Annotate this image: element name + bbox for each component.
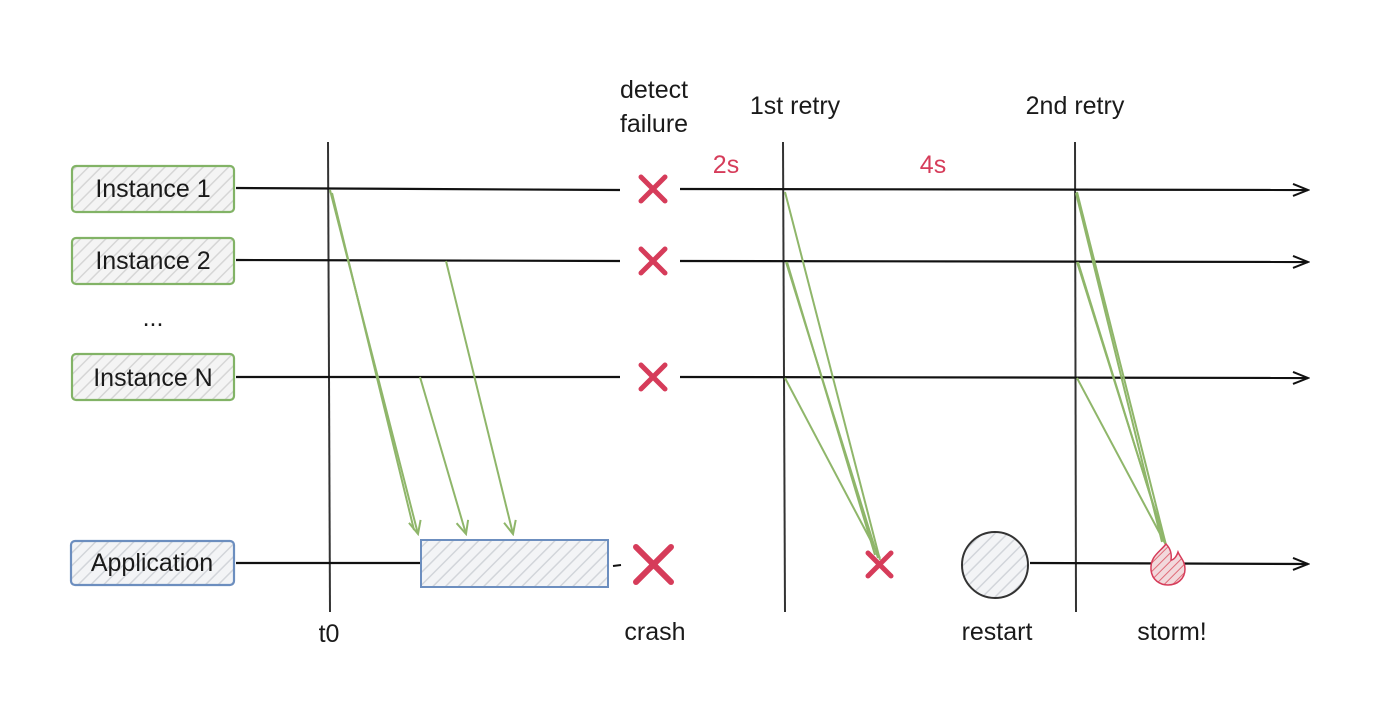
second-retry-requests bbox=[1075, 191, 1167, 546]
cross-icon bbox=[638, 362, 668, 392]
detect-failure-label-line2: failure bbox=[620, 110, 688, 138]
application-label: Application bbox=[91, 549, 213, 577]
delay-4s-label: 4s bbox=[920, 151, 946, 179]
first-retry-requests bbox=[784, 191, 881, 561]
cross-icon bbox=[638, 174, 668, 204]
second-retry-label: 2nd retry bbox=[1026, 92, 1125, 120]
retry-cross-icon bbox=[865, 550, 894, 579]
ellipsis-label: ... bbox=[143, 304, 164, 332]
instance-1-node: Instance 1 bbox=[70, 164, 236, 214]
instance-n-timeline-b bbox=[679, 377, 1308, 378]
request-arrow bbox=[445, 260, 513, 534]
instance-2-timeline-b bbox=[679, 261, 1308, 262]
instance-n-node: Instance N bbox=[70, 352, 236, 402]
crash-cross-icon bbox=[633, 544, 674, 585]
instance-2-timeline-a bbox=[235, 258, 621, 263]
retry-arrow bbox=[784, 377, 881, 559]
initial-requests bbox=[329, 189, 513, 534]
fire-icon bbox=[1150, 542, 1186, 586]
application-timeline-b bbox=[612, 564, 622, 567]
application-node: Application bbox=[69, 539, 236, 587]
instance-1-timeline-a bbox=[235, 186, 621, 192]
retry-arrow bbox=[784, 191, 881, 561]
instance-2-node: Instance 2 bbox=[70, 236, 236, 286]
instance-1-timeline-b bbox=[679, 189, 1308, 190]
instance-n-label: Instance N bbox=[93, 364, 213, 392]
processing-bar bbox=[420, 539, 609, 588]
crash-label: crash bbox=[624, 618, 685, 646]
retry-arrow bbox=[1076, 377, 1167, 546]
delay-2s-label: 2s bbox=[713, 151, 739, 179]
request-arrow bbox=[331, 192, 415, 531]
request-arrow bbox=[419, 376, 466, 534]
circle-icon bbox=[961, 531, 1029, 599]
first-retry-label: 1st retry bbox=[750, 92, 841, 120]
timelines bbox=[235, 186, 1308, 567]
detect-failure-label-line1: detect bbox=[620, 76, 688, 104]
instance-1-label: Instance 1 bbox=[95, 175, 210, 203]
retry-arrow bbox=[1076, 191, 1167, 546]
cross-icon bbox=[638, 246, 668, 276]
restart-label: restart bbox=[962, 618, 1033, 646]
t0-label: t0 bbox=[319, 620, 340, 648]
retry-arrow bbox=[1077, 261, 1165, 541]
storm-label: storm! bbox=[1137, 618, 1206, 646]
retry-arrow bbox=[786, 261, 876, 556]
instance-2-label: Instance 2 bbox=[95, 247, 210, 275]
